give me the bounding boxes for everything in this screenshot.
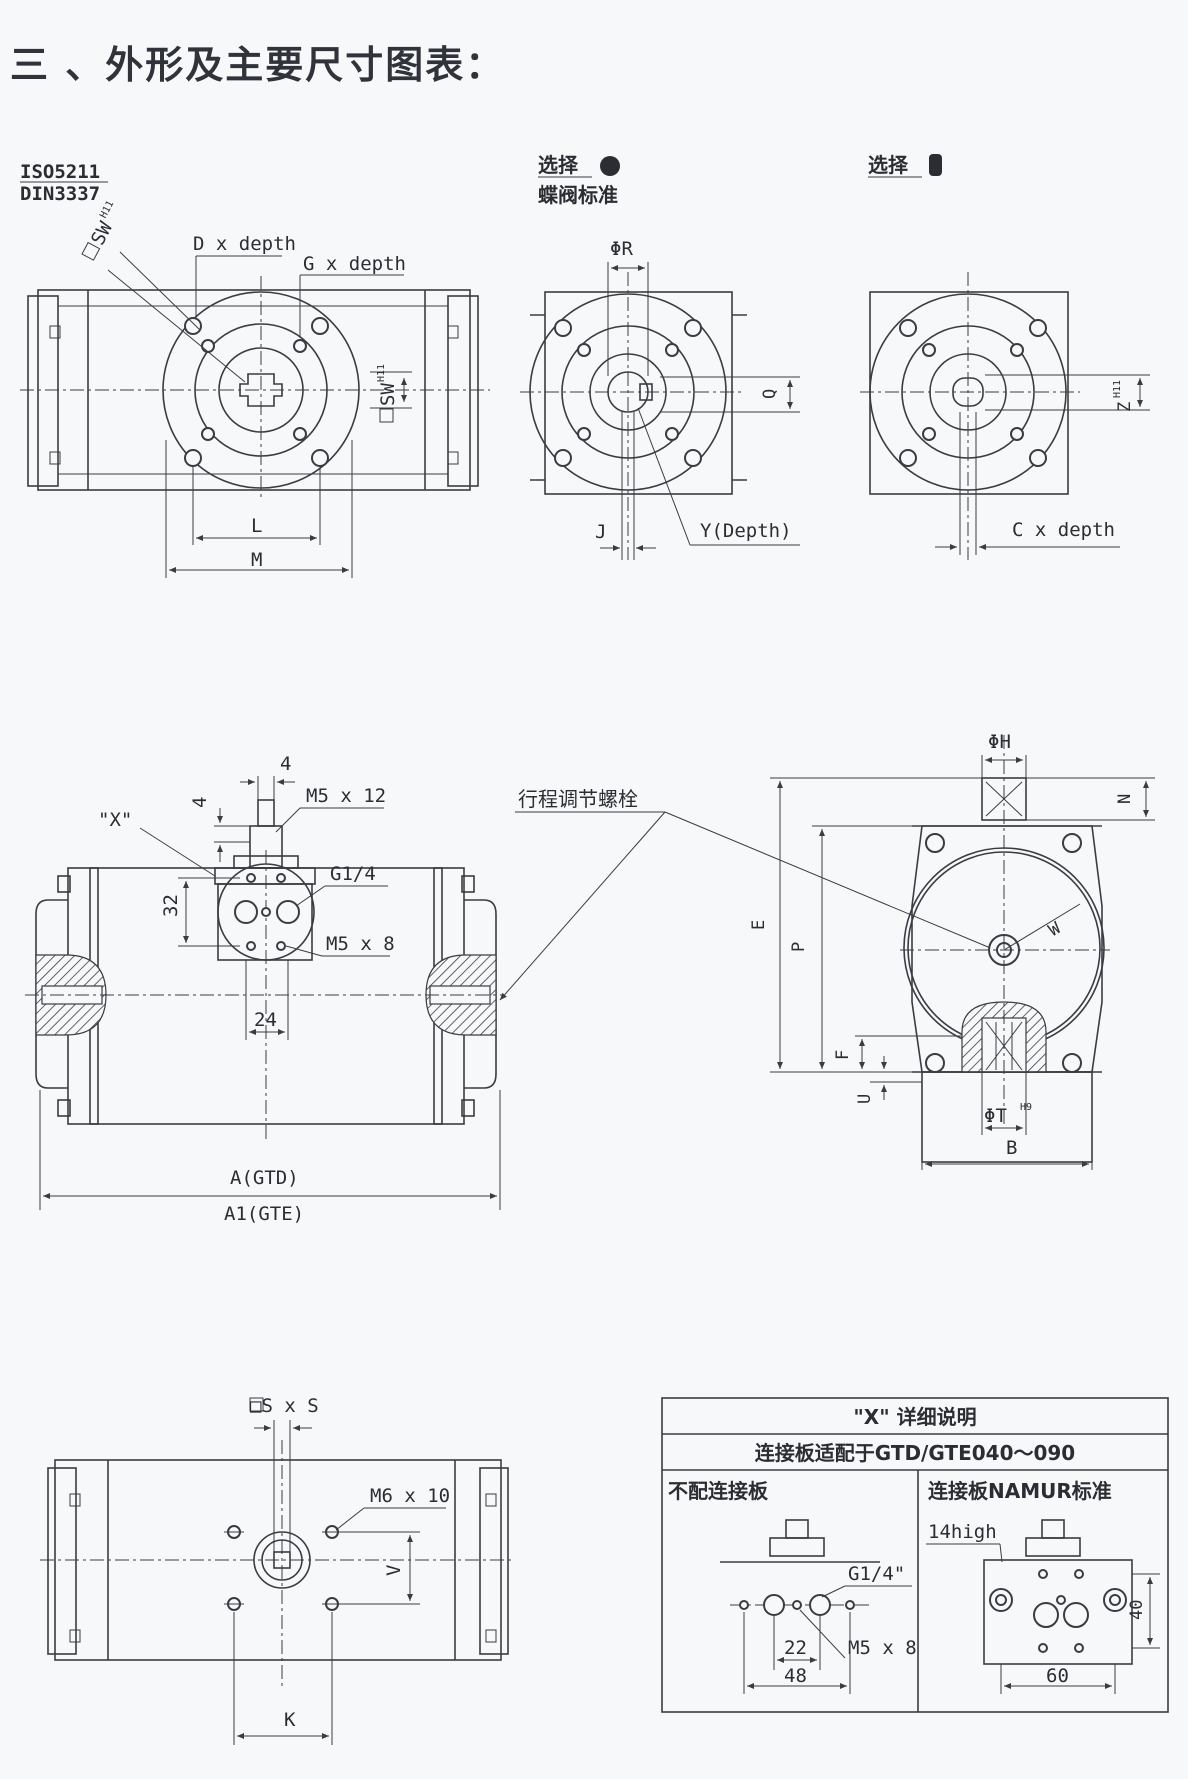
x-detail-heading: "X" 详细说明	[853, 1405, 976, 1429]
d-depth-label: D x depth	[193, 233, 296, 255]
side-view: ΦH N E P	[749, 731, 1155, 1170]
x-detail-table: "X" 详细说明 连接板适配于GTD/GTE040～090 不配连接板 连接板N…	[661, 1397, 1169, 1713]
dim-Y-depth: Y(Depth)	[700, 520, 792, 542]
dim-phiT: ΦT	[984, 1105, 1007, 1127]
dim-L: L	[251, 515, 262, 537]
dim-32: 32	[160, 894, 182, 917]
m6x10-label: M6 x 10	[370, 1485, 450, 1507]
x-dim-22: 22	[784, 1637, 807, 1659]
dim-V: V	[383, 1565, 405, 1576]
dim-B: B	[1006, 1137, 1017, 1159]
m5x8-label: M5 x 8	[326, 933, 395, 955]
dim-W: W	[1045, 918, 1065, 941]
x-g14-label: G1/4"	[848, 1563, 905, 1585]
din-label: DIN3337	[20, 183, 100, 205]
x-14high-label: 14high	[928, 1521, 997, 1543]
dim-A1-gte: A1(GTE)	[224, 1203, 304, 1225]
front-view: 4 4 M5 x 12 "X" 32 G1/4 M5 x 8 24 A(GTD)	[25, 753, 1001, 1225]
top-left-view: ISO5211 DIN3337	[20, 161, 490, 578]
x-dim-60: 60	[1046, 1665, 1069, 1687]
page-title: 三 、外形及主要尺寸图表：	[10, 43, 506, 87]
round-shaft-icon	[600, 156, 620, 176]
sw-side-label: SW	[377, 383, 399, 406]
dim-N: N	[1115, 794, 1135, 804]
dim-A-gtd: A(GTD)	[230, 1167, 299, 1189]
dim-K: K	[284, 1709, 296, 1731]
dim-phiH: ΦH	[988, 731, 1011, 753]
dim-Q: Q	[760, 389, 780, 399]
dim-Z: Z	[1115, 402, 1135, 412]
dim-phiT-tolerance: H9	[1020, 1102, 1032, 1113]
select-option-1: 选择	[538, 153, 579, 177]
bottom-view: □S x S M6 x 10 V K	[40, 1395, 515, 1745]
dim-M: M	[251, 549, 262, 571]
dim-J: J	[595, 521, 606, 543]
sw-tolerance: H11	[98, 199, 116, 220]
iso-label: ISO5211	[20, 161, 100, 183]
dim-sxs: □S x S	[250, 1395, 319, 1417]
butterfly-standard-label: 蝶阀标准	[538, 183, 618, 207]
top-middle-view: 选择 蝶阀标准 ΦR Q J	[520, 153, 800, 560]
dim-4-top: 4	[280, 753, 291, 775]
dim-phiR: ΦR	[610, 238, 633, 260]
stroke-adjust-bolt-label: 行程调节螺栓	[518, 787, 638, 811]
col-no-plate: 不配连接板	[668, 1479, 769, 1503]
dim-Z-tolerance: H11	[1112, 380, 1123, 398]
sw-side-tolerance: H11	[376, 364, 387, 382]
dim-U: U	[855, 1094, 875, 1104]
x-m5x8-label: M5 x 8	[848, 1637, 917, 1659]
col-namur-plate: 连接板NAMUR标准	[928, 1479, 1112, 1503]
dim-24: 24	[254, 1009, 277, 1031]
m5x12-label: M5 x 12	[306, 785, 386, 807]
x-dim-48: 48	[784, 1665, 807, 1687]
dim-F: F	[833, 1050, 853, 1060]
x-callout: "X"	[98, 809, 132, 831]
flat-shaft-icon	[929, 154, 942, 176]
dim-E: E	[749, 920, 769, 930]
x-detail-subheading: 连接板适配于GTD/GTE040～090	[755, 1441, 1075, 1465]
g-depth-label: G x depth	[303, 253, 406, 275]
dim-P: P	[789, 942, 809, 952]
dim-C-depth: C x depth	[1012, 519, 1115, 541]
top-right-view: 选择 Z H11 C x depth	[860, 153, 1150, 560]
x-dim-40: 40	[1127, 1600, 1147, 1620]
dim-4-side: 4	[189, 797, 211, 808]
g14-label: G1/4	[330, 863, 376, 885]
select-option-2: 选择	[868, 153, 909, 177]
